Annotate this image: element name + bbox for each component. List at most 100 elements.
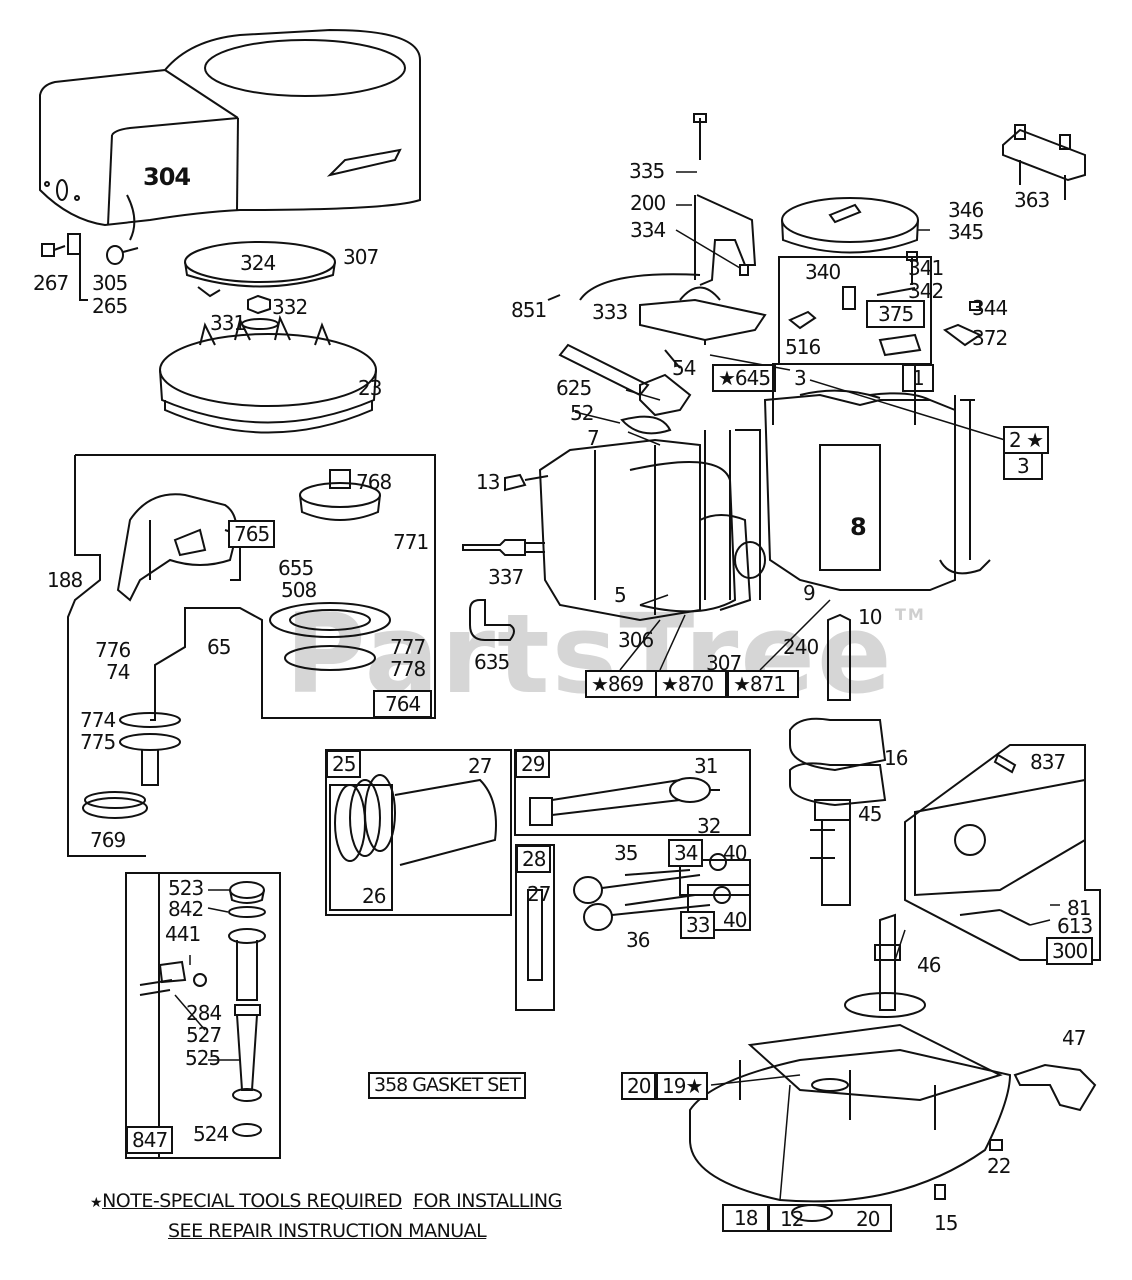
- box-20: 20: [621, 1072, 657, 1100]
- gasket-set-label: 358 GASKET SET: [368, 1072, 526, 1099]
- armature-bracket: [694, 114, 755, 285]
- label-32: 32: [697, 814, 721, 838]
- label-10: 10: [858, 605, 882, 629]
- starter-outline-left: [68, 455, 146, 856]
- box-28: 28: [516, 845, 552, 873]
- label-307-block: 307: [706, 651, 742, 675]
- crankshaft-16: [790, 615, 885, 905]
- label-516: 516: [785, 335, 821, 359]
- bolt-13: [505, 475, 548, 490]
- label-26: 26: [362, 884, 386, 908]
- label-837: 837: [1030, 750, 1066, 774]
- piston-rings-26: [335, 775, 496, 865]
- label-774: 774: [80, 708, 116, 732]
- label-324: 324: [240, 251, 276, 275]
- label-334: 334: [630, 218, 666, 242]
- label-305: 305: [92, 271, 128, 295]
- elbow-635: [470, 600, 514, 640]
- box-18: 18: [722, 1204, 770, 1232]
- box-765: 765: [228, 520, 276, 548]
- label-307-top: 307: [343, 245, 379, 269]
- label-340: 340: [805, 260, 841, 284]
- note-for-installing: FOR INSTALLING: [413, 1190, 562, 1212]
- label-768: 768: [356, 470, 392, 494]
- label-16: 16: [884, 746, 908, 770]
- label-40-bottom: 40: [723, 908, 747, 932]
- starter-outline: [75, 455, 435, 720]
- label-27-pin: 27: [527, 882, 551, 906]
- label-35: 35: [614, 841, 638, 865]
- label-8: 8: [850, 513, 867, 541]
- label-7: 7: [587, 426, 600, 450]
- label-613: 613: [1057, 914, 1093, 938]
- plug-15: [935, 1185, 945, 1199]
- rotating-screen-324: [185, 242, 335, 296]
- label-45: 45: [858, 802, 882, 826]
- note-line-1: ★NOTE-SPECIAL TOOLS REQUIRED FOR INSTALL…: [90, 1190, 562, 1212]
- label-525: 525: [185, 1046, 221, 1070]
- dipstick-box-outline: [126, 873, 280, 1158]
- piston-box: [326, 750, 511, 915]
- conrod-box: [515, 750, 750, 835]
- label-40-top: 40: [723, 841, 747, 865]
- label-346: 346: [948, 198, 984, 222]
- box-2-star: 2 ★: [1003, 426, 1050, 454]
- label-771: 771: [393, 530, 429, 554]
- label-342: 342: [908, 279, 944, 303]
- box-19-star: 19★: [656, 1072, 709, 1100]
- label-777: 777: [390, 635, 426, 659]
- spring-777: [270, 603, 390, 670]
- label-306: 306: [618, 628, 654, 652]
- label-527: 527: [186, 1023, 222, 1047]
- label-332: 332: [272, 295, 308, 319]
- label-775: 775: [80, 730, 116, 754]
- points-box: [778, 256, 932, 365]
- label-12: 12: [780, 1207, 804, 1231]
- label-46: 46: [917, 953, 941, 977]
- spark-plug-337: [463, 540, 545, 555]
- label-9: 9: [803, 581, 816, 605]
- label-267: 267: [33, 271, 69, 295]
- label-524: 524: [193, 1122, 229, 1146]
- label-36: 36: [626, 928, 650, 952]
- handle-774: [83, 713, 180, 818]
- box-870: ★870: [655, 670, 727, 698]
- bolt-22: [990, 1140, 1002, 1150]
- sump-base-18: [690, 1025, 1010, 1201]
- label-363: 363: [1014, 188, 1050, 212]
- block-box: [772, 363, 916, 425]
- label-188: 188: [47, 568, 83, 592]
- bracket-363: [1003, 125, 1085, 200]
- box-3: 3: [1003, 452, 1043, 480]
- label-54: 54: [672, 356, 696, 380]
- camshaft-46: [845, 915, 925, 1017]
- ring-box: [330, 785, 392, 910]
- label-65: 65: [207, 635, 231, 659]
- rewind-starter-765: [118, 494, 240, 600]
- label-5: 5: [614, 583, 627, 607]
- label-769: 769: [90, 828, 126, 852]
- label-284: 284: [186, 1001, 222, 1025]
- box-645: ★645: [712, 364, 777, 392]
- box-375: 375: [866, 300, 926, 328]
- watermark-tm: TM: [895, 605, 926, 624]
- box-847: 847: [126, 1126, 174, 1154]
- box-300: 300: [1046, 937, 1094, 965]
- label-31: 31: [694, 754, 718, 778]
- box-869: ★869: [585, 670, 657, 698]
- label-778: 778: [390, 657, 426, 681]
- label-240: 240: [783, 635, 819, 659]
- cylinder-block: [540, 391, 990, 620]
- label-523: 523: [168, 876, 204, 900]
- label-635: 635: [474, 650, 510, 674]
- box-871: ★871: [727, 670, 799, 698]
- label-304: 304: [143, 163, 191, 191]
- note-line-2: SEE REPAIR INSTRUCTION MANUAL: [168, 1220, 487, 1242]
- points-condenser-parts: [790, 252, 980, 355]
- box-25: 25: [326, 750, 362, 778]
- dipstick-box: [126, 873, 159, 1158]
- label-344: 344: [972, 296, 1008, 320]
- label-47: 47: [1062, 1026, 1086, 1050]
- label-776: 776: [95, 638, 131, 662]
